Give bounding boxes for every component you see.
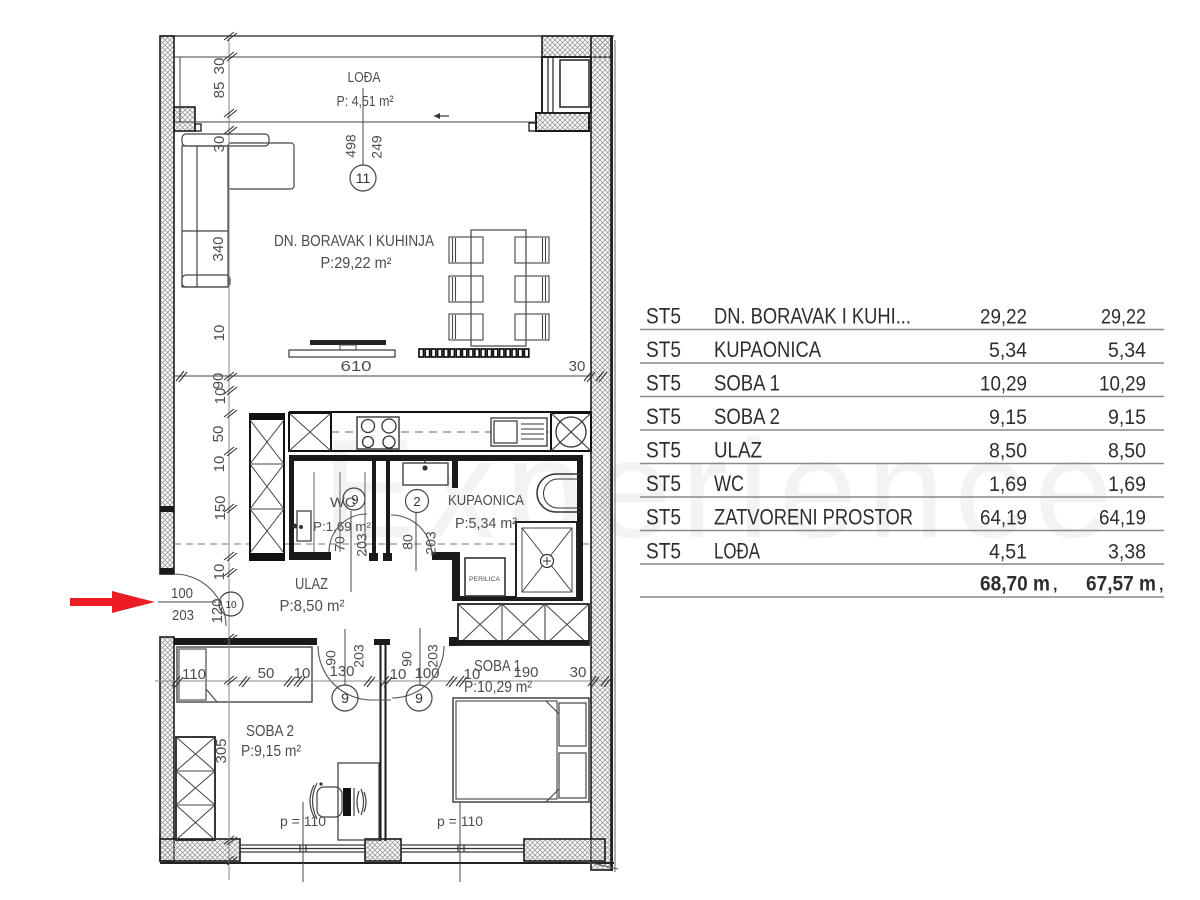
svg-text:10: 10 <box>212 388 229 405</box>
svg-text:203: 203 <box>351 644 367 668</box>
svg-text:8,50: 8,50 <box>1108 440 1146 463</box>
svg-text:203: 203 <box>425 644 441 668</box>
svg-text:ULAZ: ULAZ <box>295 576 328 593</box>
svg-text:30: 30 <box>211 136 228 153</box>
svg-text:1,69: 1,69 <box>989 473 1027 496</box>
svg-text:SOBA 2: SOBA 2 <box>246 723 294 740</box>
svg-text:100: 100 <box>414 665 439 682</box>
svg-text:10: 10 <box>211 564 228 581</box>
svg-text:9: 9 <box>415 690 423 706</box>
svg-text:190: 190 <box>513 664 538 681</box>
svg-text:SOBA 1: SOBA 1 <box>474 658 521 675</box>
svg-text:P:9,15 m²: P:9,15 m² <box>241 743 302 760</box>
svg-text:50: 50 <box>258 665 275 682</box>
svg-text:50: 50 <box>210 426 227 443</box>
svg-text:KUPAONICA: KUPAONICA <box>714 337 821 362</box>
svg-text:LOĐA: LOĐA <box>348 69 381 86</box>
svg-text:p = 110: p = 110 <box>280 813 326 829</box>
svg-text:DN. BORAVAK I KUHI...: DN. BORAVAK I KUHI... <box>714 303 911 328</box>
svg-text:68,70 m: 68,70 m <box>980 573 1050 596</box>
svg-text:9: 9 <box>351 492 358 507</box>
svg-text:249: 249 <box>369 135 385 159</box>
svg-text:64,19: 64,19 <box>980 507 1027 530</box>
svg-text:203: 203 <box>354 533 370 557</box>
svg-text:KUPAONICA: KUPAONICA <box>448 492 524 509</box>
svg-text:67,57 m: 67,57 m <box>1086 573 1156 596</box>
svg-text:90: 90 <box>323 650 339 666</box>
svg-text:5,34: 5,34 <box>989 339 1027 362</box>
svg-text:,: , <box>1159 577 1163 594</box>
svg-text:PERILICA: PERILICA <box>469 576 501 583</box>
svg-text:ST5: ST5 <box>646 438 681 463</box>
svg-text:,: , <box>1053 577 1057 594</box>
svg-text:9,15: 9,15 <box>1108 406 1146 429</box>
svg-text:10,29: 10,29 <box>980 372 1027 395</box>
svg-text:3,38: 3,38 <box>1108 540 1146 563</box>
svg-text:29,22: 29,22 <box>980 305 1027 328</box>
svg-text:SOBA 1: SOBA 1 <box>714 370 780 395</box>
svg-text:ST5: ST5 <box>646 538 681 563</box>
svg-text:P: 4,51 m²: P: 4,51 m² <box>337 93 394 110</box>
svg-text:340: 340 <box>210 236 227 261</box>
svg-text:P:29,22 m²: P:29,22 m² <box>321 255 392 272</box>
svg-text:29,22: 29,22 <box>1101 305 1146 328</box>
svg-text:80: 80 <box>400 534 416 550</box>
svg-text:305: 305 <box>213 738 230 763</box>
svg-text:85: 85 <box>211 82 228 99</box>
svg-text:10,29: 10,29 <box>1099 372 1146 395</box>
svg-text:30: 30 <box>569 358 586 375</box>
svg-text:9: 9 <box>341 690 349 706</box>
svg-text:90: 90 <box>210 373 227 390</box>
svg-text:P:5,34 m²: P:5,34 m² <box>455 515 517 532</box>
svg-text:70: 70 <box>332 536 348 552</box>
svg-text:10: 10 <box>225 600 237 611</box>
svg-text:5,34: 5,34 <box>1108 339 1146 362</box>
svg-text:1,69: 1,69 <box>1108 473 1146 496</box>
svg-text:120: 120 <box>209 598 226 623</box>
svg-text:ST5: ST5 <box>646 471 681 496</box>
svg-text:2: 2 <box>413 494 420 509</box>
svg-text:P:10,29 m²: P:10,29 m² <box>464 679 533 696</box>
svg-text:100: 100 <box>171 585 193 602</box>
svg-text:30: 30 <box>570 664 587 681</box>
svg-text:ULAZ: ULAZ <box>714 438 762 463</box>
svg-text:8,50: 8,50 <box>989 440 1027 463</box>
svg-text:ZATVORENI PROSTOR: ZATVORENI PROSTOR <box>714 505 913 530</box>
svg-text:11: 11 <box>356 170 371 186</box>
svg-text:P:8,50 m²: P:8,50 m² <box>280 598 346 615</box>
svg-text:130: 130 <box>329 663 354 680</box>
svg-text:10: 10 <box>390 666 407 683</box>
svg-text:p = 110: p = 110 <box>437 813 483 829</box>
svg-text:WC: WC <box>330 494 356 510</box>
svg-text:P:1,69 m²: P:1,69 m² <box>313 519 372 534</box>
svg-text:SOBA 2: SOBA 2 <box>714 404 780 429</box>
svg-text:30: 30 <box>211 58 228 75</box>
svg-text:4,51: 4,51 <box>989 540 1027 563</box>
svg-text:9,15: 9,15 <box>989 406 1027 429</box>
svg-text:110: 110 <box>182 666 206 683</box>
svg-text:90: 90 <box>399 651 415 667</box>
svg-text:DN. BORAVAK I KUHINJA: DN. BORAVAK I KUHINJA <box>274 233 435 250</box>
svg-text:10: 10 <box>211 325 228 342</box>
svg-text:ST5: ST5 <box>646 337 681 362</box>
svg-text:64,19: 64,19 <box>1099 507 1146 530</box>
svg-text:10: 10 <box>464 666 481 683</box>
svg-text:ST5: ST5 <box>646 404 681 429</box>
svg-text:LOĐA: LOĐA <box>714 538 760 563</box>
svg-text:ST5: ST5 <box>646 370 681 395</box>
svg-text:10: 10 <box>211 456 228 473</box>
svg-text:ST5: ST5 <box>646 303 681 328</box>
svg-text:610: 610 <box>341 358 372 375</box>
svg-text:10: 10 <box>294 665 311 682</box>
svg-text:ST5: ST5 <box>646 505 681 530</box>
svg-text:203: 203 <box>423 531 439 555</box>
svg-text:150: 150 <box>212 495 229 520</box>
svg-text:WC: WC <box>714 471 744 496</box>
svg-text:203: 203 <box>172 607 194 624</box>
svg-text:498: 498 <box>343 134 359 158</box>
